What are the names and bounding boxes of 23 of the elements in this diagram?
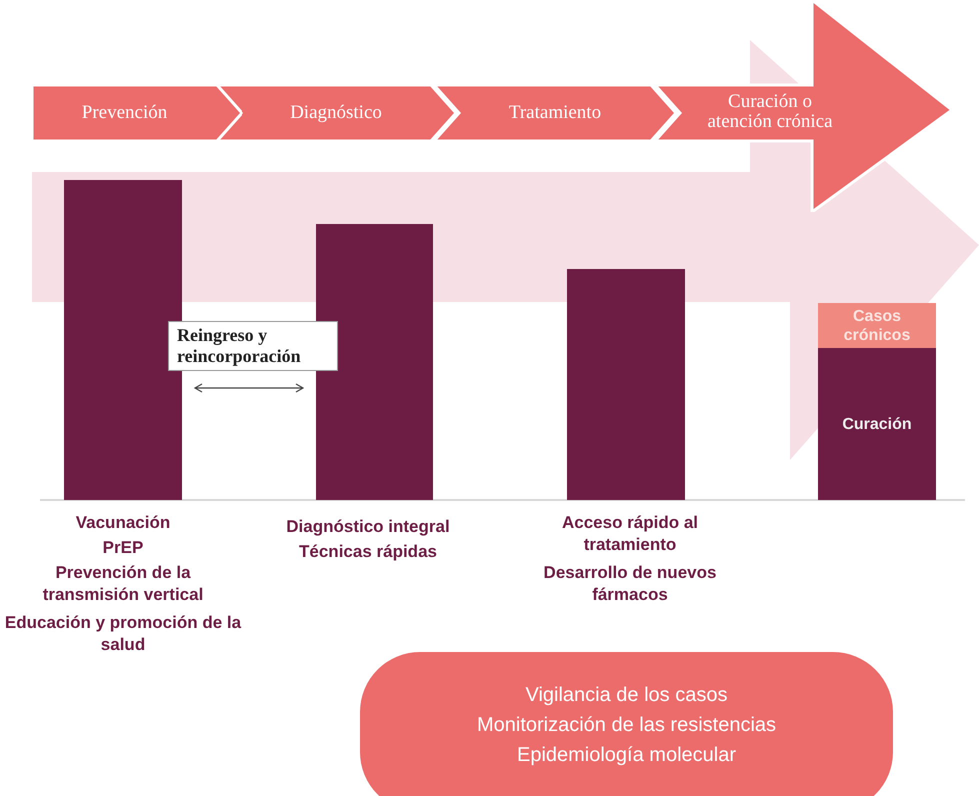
measure-label: Educación y promoción de la salud [4, 612, 242, 656]
bar [567, 269, 685, 500]
measure-label: Prevención de la transmisión vertical [42, 562, 204, 606]
step-label: Tratamiento [508, 103, 602, 123]
banner-text: Epidemiología molecular [516, 743, 737, 768]
step-label: Prevención [80, 103, 168, 123]
measure-label: Técnicas rápidas [298, 541, 438, 563]
measure-label: Vacunación [74, 512, 172, 534]
bar-segment: Curación [818, 348, 936, 500]
measure-label: Diagnóstico integral [285, 516, 451, 538]
step-label: Curación o atención crónica [706, 92, 834, 132]
chevron-step [434, 85, 676, 141]
banner-text: Monitorización de las resistencias [476, 713, 778, 738]
callout-box: Reingreso y reincorporación [168, 321, 338, 371]
bar [316, 224, 433, 500]
measure-label: Acceso rápido al tratamiento [560, 512, 700, 556]
measure-label: PrEP [102, 537, 144, 559]
chevron-step [32, 85, 242, 141]
rounded-banner [360, 652, 893, 796]
measure-label: Desarrollo de nuevos fármacos [542, 562, 718, 606]
banner-text: Vigilancia de los casos [524, 683, 728, 708]
step-label: Diagnóstico [289, 103, 383, 123]
bar-segment: Casos crónicos [818, 303, 936, 348]
